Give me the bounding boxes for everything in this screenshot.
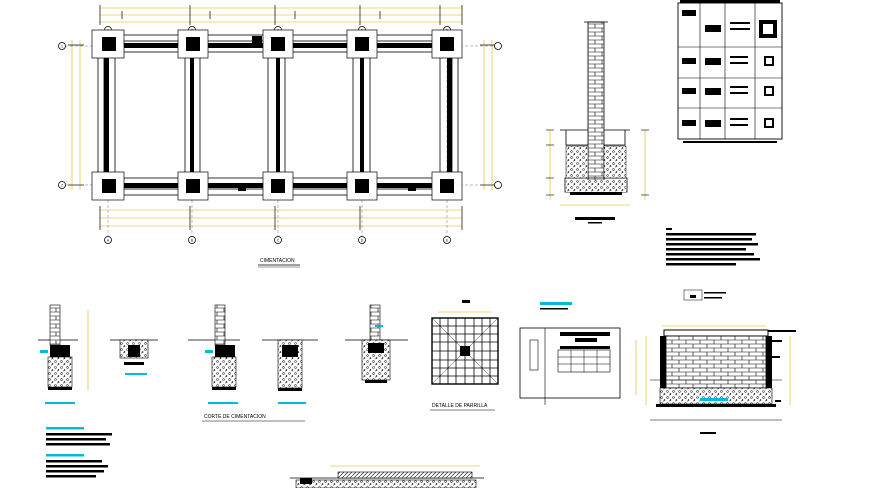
grid-label-bottom-1: A <box>107 238 110 242</box>
foundation-plan: A B C D E A B C D E 1 2 <box>58 5 502 268</box>
wall-section-detail <box>546 21 649 224</box>
grid-label-bottom-2: B <box>191 238 194 242</box>
plan-detail-marks <box>104 36 452 191</box>
grid-label-row-1: 1 <box>61 44 63 48</box>
footing-section-2 <box>110 339 158 375</box>
columns <box>102 37 454 193</box>
footing-section-4 <box>262 339 318 404</box>
grate-caption-text: DETALLE DE PARRILLA <box>432 403 488 409</box>
grate-detail: DETALLE DE PARRILLA <box>430 300 499 411</box>
column-schedule-table <box>677 0 783 143</box>
section-caption-text: CORTE DE CIMENTACION <box>204 414 266 420</box>
grid-label-bottom-4: D <box>361 238 364 242</box>
legend-notes <box>46 427 112 478</box>
plan-caption: CIMENTACION <box>258 258 300 268</box>
wall-elevation-detail <box>645 289 796 434</box>
longitudinal-footing-section <box>290 465 484 488</box>
plan-dimension-ticks <box>68 5 496 230</box>
grid-label-row-2: 2 <box>61 183 63 187</box>
section-caption: CORTE DE CIMENTACION <box>202 414 305 422</box>
grid-label-bottom-5: E <box>446 238 449 242</box>
general-notes-block <box>666 228 760 266</box>
plan-caption-text: CIMENTACION <box>260 258 295 264</box>
grid-label-bottom-3: C <box>277 238 280 242</box>
plan-dimension-lines <box>71 7 493 227</box>
footing-section-1 <box>38 304 89 404</box>
footing-sections: CORTE DE CIMENTACION <box>38 304 408 422</box>
grate-caption: DETALLE DE PARRILLA <box>430 403 495 411</box>
reinforcement-table-detail <box>519 302 637 405</box>
foundation-walls <box>104 43 452 188</box>
plan-grid-bubbles <box>58 26 502 244</box>
isolated-footings <box>91 29 463 201</box>
footing-section-5 <box>345 304 408 383</box>
footing-section-3 <box>188 304 240 404</box>
